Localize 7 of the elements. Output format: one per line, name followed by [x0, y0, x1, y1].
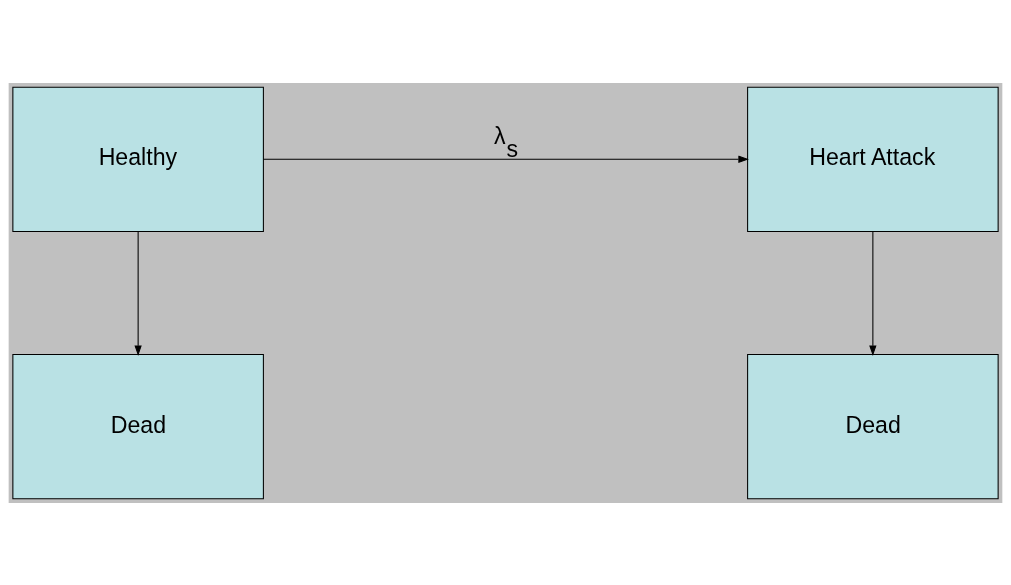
arrow	[263, 155, 749, 163]
node-box: Healthy	[12, 86, 264, 232]
node-box: Dead	[12, 353, 264, 499]
node-box: Dead	[747, 353, 999, 499]
arrow	[134, 230, 142, 356]
node-box: Heart Attack	[747, 86, 999, 232]
arrow	[869, 230, 877, 356]
